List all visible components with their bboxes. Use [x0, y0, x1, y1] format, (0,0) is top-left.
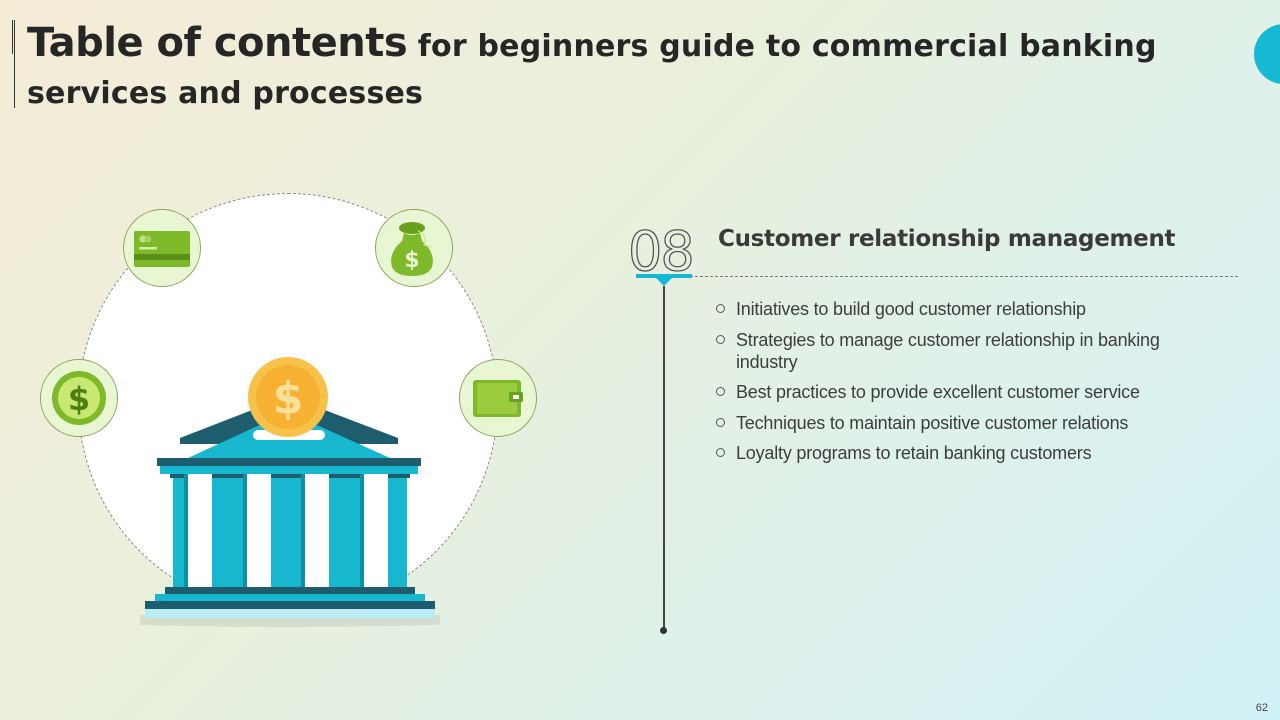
section-divider — [690, 276, 1238, 277]
money-bag-icon: $ — [375, 209, 453, 287]
page-title-rest: for beginners guide to commercial bankin… — [27, 29, 1157, 111]
section-number: 08 — [627, 220, 695, 283]
section-pointer-icon — [656, 278, 672, 286]
page-title-bold: Table of contents — [27, 20, 408, 66]
bullet-circle-icon — [716, 334, 725, 344]
list-item-text: Loyalty programs to retain banking custo… — [736, 443, 1092, 463]
svg-text:$: $ — [404, 248, 419, 273]
list-item: Strategies to manage customer relationsh… — [716, 329, 1216, 373]
credit-card-icon — [123, 209, 201, 287]
list-item: Best practices to provide excellent cust… — [716, 381, 1216, 403]
svg-text:$: $ — [273, 373, 304, 424]
dollar-coin-icon: $ — [40, 359, 118, 437]
section-accent-bar — [636, 274, 692, 278]
wallet-icon — [459, 359, 537, 437]
list-item-text: Best practices to provide excellent cust… — [736, 382, 1140, 402]
bullet-circle-icon — [716, 304, 725, 313]
bullet-circle-icon — [716, 387, 725, 396]
title-accent-line-short — [12, 20, 13, 54]
list-item: Techniques to maintain positive customer… — [716, 412, 1216, 434]
bank-building-icon: $ — [88, 350, 488, 630]
svg-text:$: $ — [68, 380, 90, 418]
timeline-line — [663, 286, 665, 630]
page-title: Table of contents for beginners guide to… — [27, 20, 1214, 117]
bullet-list: Initiatives to build good customer relat… — [716, 298, 1216, 473]
bullet-circle-icon — [716, 448, 725, 457]
list-item-text: Initiatives to build good customer relat… — [736, 299, 1086, 319]
timeline-end-dot — [660, 627, 667, 634]
list-item-text: Techniques to maintain positive customer… — [736, 412, 1129, 433]
list-item: Loyalty programs to retain banking custo… — [716, 442, 1216, 464]
section-heading: Customer relationship management — [718, 226, 1176, 252]
title-block: Table of contents for beginners guide to… — [12, 20, 1214, 117]
list-item: Initiatives to build good customer relat… — [716, 298, 1216, 320]
list-item-text: Strategies to manage customer relationsh… — [736, 329, 1160, 372]
title-accent-line — [14, 20, 15, 108]
corner-decoration — [1254, 24, 1280, 84]
page-number: 62 — [1255, 702, 1268, 714]
bullet-circle-icon — [716, 417, 725, 427]
